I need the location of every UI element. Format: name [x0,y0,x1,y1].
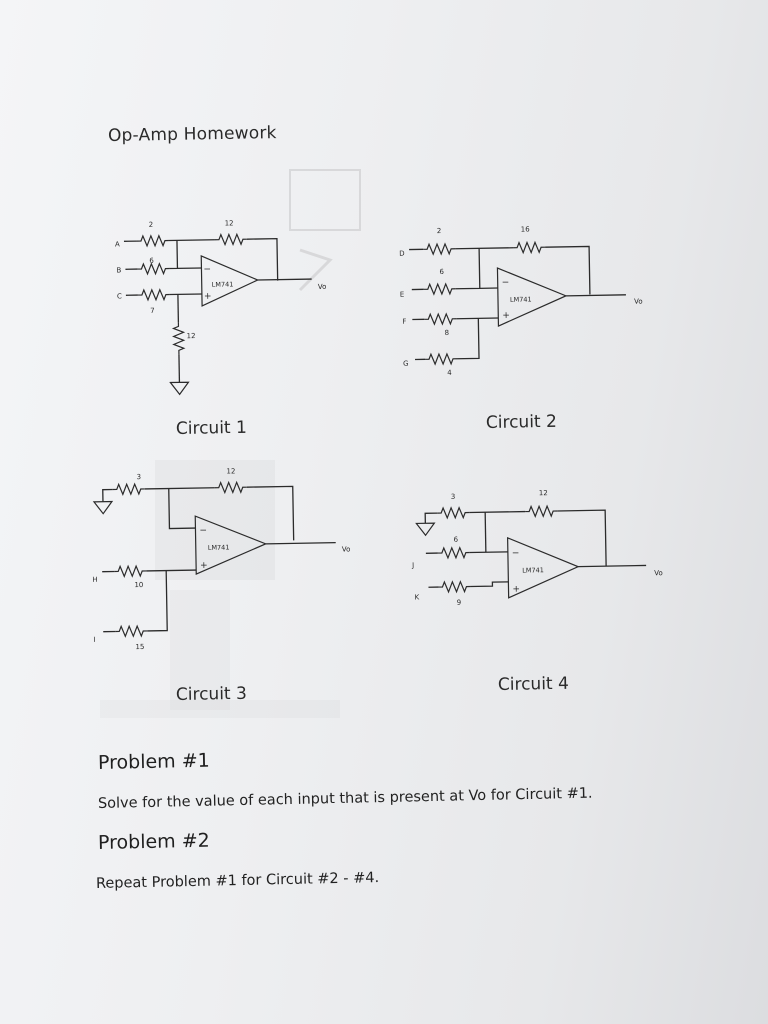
c1-opamp: LM741 [212,280,234,288]
c1-label-a: A [115,240,120,248]
c2-minus: − [502,278,510,288]
c4-plus: + [512,585,520,595]
circuit-2: D E F G 2 16 6 8 4 − + LM741 Vo [399,225,643,377]
c2-label-f: F [402,318,406,326]
circuit-1-caption: Circuit 1 [176,418,247,439]
problem-1-heading: Problem #1 [97,749,210,774]
c3-label-h: H [92,576,97,584]
c2-r-g: 4 [447,369,452,377]
circuit-1: A B C 2 12 6 7 12 − + LM741 Vo [115,219,327,396]
c1-vo: Vo [318,283,327,291]
c1-r-g: 12 [187,332,196,340]
c3-plus: + [200,561,208,571]
c4-r-g: 3 [451,493,456,501]
c4-label-k: K [415,593,420,601]
c4-r-k: 9 [457,599,462,607]
c1-minus: − [203,265,211,275]
c1-r-a: 2 [149,221,154,229]
c4-label-j: J [411,561,414,569]
c3-opamp: LM741 [208,543,230,551]
circuit-4-caption: Circuit 4 [498,674,569,695]
c2-opamp: LM741 [510,295,532,303]
c4-minus: − [512,549,520,559]
circuit-2-caption: Circuit 2 [486,412,557,433]
c2-r-fres: 8 [444,329,449,337]
circuit-3: H I 3 12 10 15 − + LM741 Vo [92,467,351,651]
c1-plus: + [204,292,212,302]
circuit-3-caption: Circuit 3 [176,684,247,705]
c2-vo: Vo [634,298,643,306]
c2-plus: + [502,311,510,321]
c1-label-c: C [117,292,122,300]
c2-r-d: 2 [437,227,442,235]
c3-r-f: 12 [226,467,235,475]
c2-r-f: 16 [521,225,531,233]
c4-vo: Vo [654,569,663,577]
c3-label-i: I [93,636,95,644]
c3-r-h: 10 [134,581,143,589]
c2-label-d: D [399,250,405,258]
c1-r-b: 6 [149,257,154,265]
c3-minus: − [199,526,207,536]
c1-r-c: 7 [150,307,155,315]
c3-r-i: 15 [135,643,144,651]
problem-2-heading: Problem #2 [97,829,210,854]
c3-r-g: 3 [136,473,141,481]
c1-label-b: B [116,266,121,274]
c4-opamp: LM741 [522,566,544,574]
c4-r-f: 12 [539,489,548,497]
c2-label-g: G [403,360,409,368]
c3-vo: Vo [342,545,351,553]
circuit-4: J K 3 12 6 9 − + LM741 Vo [411,489,663,607]
c4-r-j: 6 [454,536,459,544]
c2-r-e: 6 [439,268,444,276]
c1-r-f: 12 [225,219,234,227]
c2-label-e: E [400,291,405,299]
